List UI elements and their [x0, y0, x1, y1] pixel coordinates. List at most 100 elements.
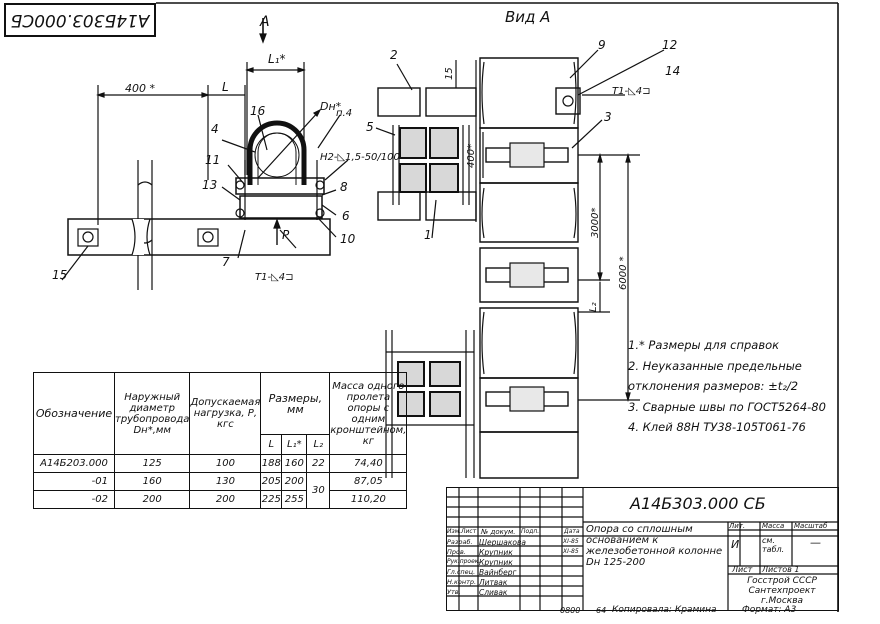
note-p4: п.4: [336, 108, 353, 119]
callout-6: 6: [342, 209, 350, 223]
dim-L1: L₁*: [268, 52, 286, 66]
col-list: Лист: [461, 528, 477, 535]
role-4: Н.контр.: [447, 578, 477, 586]
weld-t1-right: Т1-◺4⊐: [612, 86, 651, 97]
th-diameter: Наружный диаметр трубопровода Dн*,мм: [113, 372, 191, 455]
weld-t1-left: Т1-◺4⊐: [255, 272, 294, 283]
callout-7: 7: [222, 255, 230, 269]
table-row: А14Б203.000 125 100 188 160 22 74,40: [33, 454, 408, 473]
cell-diameter: 200: [113, 490, 191, 509]
callout-8: 8: [340, 180, 348, 194]
load-P: Р: [282, 228, 290, 242]
col-izm: Изм.: [447, 528, 462, 535]
spec-table: Обозначение Наружный диаметр трубопровод…: [33, 372, 408, 509]
title-block: [446, 487, 839, 611]
footer-num1: 0800: [560, 606, 581, 615]
note-2: 2. Неуказанные предельные: [628, 358, 802, 373]
callout-4: 4: [211, 122, 219, 136]
scale-header: Масштаб: [794, 522, 828, 530]
organization: Госстрой СССР Сантехпроект г.Москва: [747, 576, 817, 606]
role-0: Разраб.: [447, 538, 473, 546]
date-1: XI-85: [563, 548, 579, 555]
col-sign: Подп.: [521, 528, 540, 535]
drawing-title: Опора со сплошным основанием к железобет…: [586, 524, 723, 568]
name-0: Шершакова: [479, 538, 526, 547]
sheets-label: Листов 1: [762, 565, 800, 574]
lit-value: И: [731, 538, 740, 551]
view-a-title: Вид А: [505, 8, 551, 26]
role-2: Рук.проек.: [447, 558, 481, 565]
cell-L2: 22: [306, 454, 331, 473]
dim-L2: L₂: [588, 302, 599, 312]
cell-diameter: 160: [113, 472, 191, 491]
sheet-label: Лист: [732, 565, 753, 574]
cell-L: 225: [260, 490, 283, 509]
scale-value: —: [810, 536, 821, 549]
name-1: Крупник: [479, 548, 513, 557]
dim-Dn: Dн*: [320, 100, 342, 113]
weld-h2: Н2-◺1,5-50/100: [320, 152, 400, 163]
dim-400-vertical: 400*: [466, 143, 477, 168]
role-1: Пров.: [447, 548, 466, 556]
technical-notes: 1.* Размеры для справок 2. Неуказанные п…: [628, 335, 826, 438]
dim-L: L: [222, 80, 229, 94]
col-doc: № докум.: [481, 528, 516, 536]
cell-designation: -02: [33, 490, 115, 509]
cell-L1: 200: [281, 472, 308, 491]
th-mass: Масса одного пролета опоры с одним кронш…: [329, 372, 408, 455]
cell-designation: А14Б203.000: [33, 454, 115, 473]
name-2: Крупник: [479, 558, 513, 567]
table-row: -01 160 130 205 200 30 87,05: [33, 472, 408, 509]
footer-format: Формат: А3: [742, 605, 797, 615]
inverted-stamp: А14Б303.000СБ: [4, 3, 156, 37]
th-L: L: [260, 434, 283, 455]
callout-10: 10: [340, 232, 356, 246]
dim-15: 15: [444, 67, 455, 80]
note-3: 3. Сварные швы по ГОСТ5264-80: [628, 399, 826, 414]
dim-6000: 6000 *: [618, 256, 629, 290]
dim-400: 400 *: [125, 82, 155, 95]
role-5: Утв.: [447, 588, 461, 596]
dim-3000: 3000*: [590, 207, 601, 238]
cell-L2: 30: [306, 472, 331, 509]
cell-diameter: 125: [113, 454, 191, 473]
callout-3: 3: [604, 110, 612, 124]
th-L2: L₂: [306, 434, 331, 455]
lit-header: Лит.: [729, 522, 746, 530]
cell-load: 130: [189, 472, 262, 491]
cell-L1: 160: [281, 454, 308, 473]
callout-13: 13: [202, 178, 218, 192]
footer-num2: 64: [596, 606, 607, 615]
callout-9: 9: [598, 38, 606, 52]
th-sizes: Размеры, мм: [260, 372, 331, 435]
cell-L1: 255: [281, 490, 308, 509]
cell-L: 205: [260, 472, 283, 491]
cell-L: 188: [260, 454, 283, 473]
callout-5: 5: [366, 120, 374, 134]
callout-15: 15: [52, 268, 68, 282]
mass-header: Масса: [762, 522, 785, 530]
note-1: 1.* Размеры для справок: [628, 338, 780, 352]
table-row: -02 200 200 225 255 110,20: [33, 490, 408, 509]
name-4: Литвак: [479, 578, 508, 587]
callout-14: 14: [665, 64, 681, 78]
role-3: Гл.спец.: [447, 568, 476, 576]
footer-copied: Копировала: Крамина: [612, 605, 717, 615]
name-3: Вайнберг: [479, 568, 517, 577]
col-date: Дата: [564, 528, 580, 535]
drawing-code: А14Б303.000 СБ: [630, 494, 766, 513]
name-5: Сливак: [479, 588, 508, 597]
cell-load: 200: [189, 490, 262, 509]
callout-11: 11: [205, 153, 221, 167]
note-4: 4. Клей 88Н ТУ38-105Т061-76: [628, 420, 806, 434]
cell-designation: -01: [33, 472, 115, 491]
mass-value: см. табл.: [762, 536, 785, 554]
callout-16: 16: [250, 104, 266, 118]
cell-load: 100: [189, 454, 262, 473]
callout-1: 1: [424, 228, 432, 242]
callout-12: 12: [662, 38, 678, 52]
view-a-arrow-label: А: [260, 14, 270, 30]
cell-mass: 110,20: [329, 490, 408, 509]
date-0: XI-85: [563, 538, 579, 545]
cell-mass: 87,05: [329, 472, 408, 491]
